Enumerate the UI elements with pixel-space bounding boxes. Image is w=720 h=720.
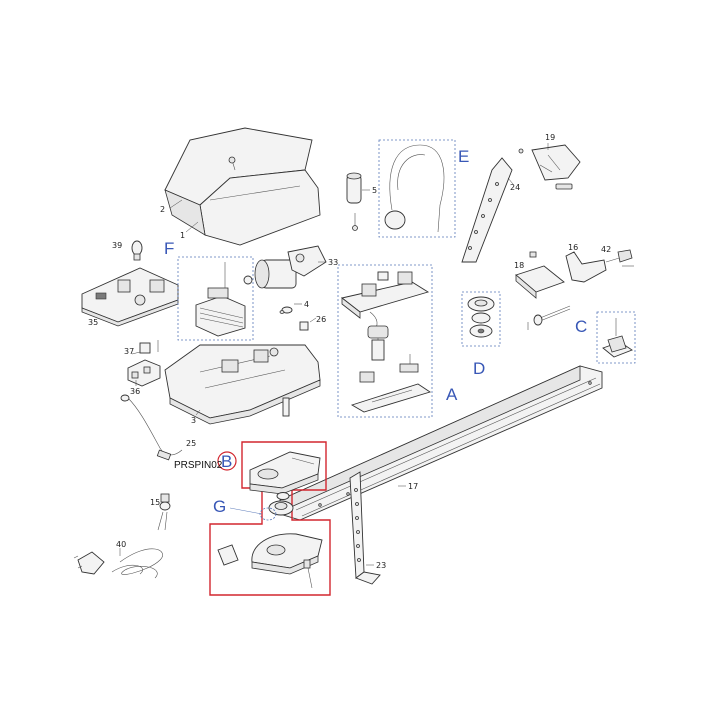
group-letter-f: F (164, 239, 174, 258)
part-number-16: 16 (568, 243, 578, 252)
motor-base (164, 344, 321, 425)
carriage-bolt (527, 305, 571, 330)
group-letter-d: D (473, 359, 485, 378)
part-number-40: 40 (116, 540, 126, 549)
part-number-24: 24 (510, 183, 520, 192)
light-bulb (131, 240, 143, 261)
part-number-2: 2 (160, 205, 165, 214)
part-number-33: 33 (328, 258, 338, 267)
part-number-26: 26 (316, 315, 326, 324)
cover-plate (515, 251, 565, 299)
rail-bracket (349, 471, 381, 585)
group-letter-b: B (221, 452, 232, 471)
pulley-cover-top (249, 451, 321, 495)
part-number-4: 4 (304, 300, 309, 309)
part-number-39: 39 (112, 241, 122, 250)
curved-arm-bracket (461, 148, 524, 263)
part-number-42: 42 (601, 245, 611, 254)
wall-bracket (531, 144, 581, 190)
part-number-36: 36 (130, 387, 140, 396)
control-board (81, 267, 179, 327)
part-number-18: 18 (514, 261, 524, 270)
pulley-wheel (268, 492, 294, 516)
group-letter-e: E (458, 147, 469, 166)
part-number-25: 25 (186, 439, 196, 448)
pulley-cover-bottom (217, 533, 323, 589)
part-number-15: 15 (150, 498, 160, 507)
group-box-e (378, 139, 456, 238)
group-box-c (596, 311, 636, 364)
transformer (195, 262, 246, 337)
part-number-3: 3 (191, 416, 196, 425)
highlight-circle-g (259, 507, 277, 521)
power-cord (73, 548, 163, 579)
connection-cable (120, 394, 183, 461)
highlight-circle-b (217, 451, 237, 471)
group-letter-a: A (446, 385, 458, 404)
terminal-block (127, 340, 161, 387)
group-letter-g: G (213, 497, 226, 516)
rail-clamp (602, 318, 633, 358)
part-number-19: 19 (545, 133, 555, 142)
washer-and-clip (279, 303, 309, 331)
bushing-part (346, 172, 362, 231)
rail-track (279, 365, 603, 521)
group-box-f (177, 256, 254, 341)
part-number-1: 1 (180, 231, 185, 240)
group-letter-c: C (575, 317, 587, 336)
part-number-35: 35 (88, 318, 98, 327)
limit-switch-assembly (340, 271, 432, 413)
part-number-17: 17 (408, 482, 418, 491)
part-number-5: 5 (372, 186, 377, 195)
motor-cover (164, 127, 321, 246)
group-box-a (337, 264, 433, 418)
release-cable (384, 144, 445, 233)
part-number-37: 37 (124, 347, 134, 356)
gear-set (467, 296, 495, 338)
part-number-23: 23 (376, 561, 386, 570)
group-box-d (461, 291, 501, 347)
part-code-label: PRSPIN02 (174, 460, 223, 471)
cable-gland (157, 493, 171, 531)
motor-bracket (565, 249, 634, 283)
gear-motor (243, 245, 327, 289)
